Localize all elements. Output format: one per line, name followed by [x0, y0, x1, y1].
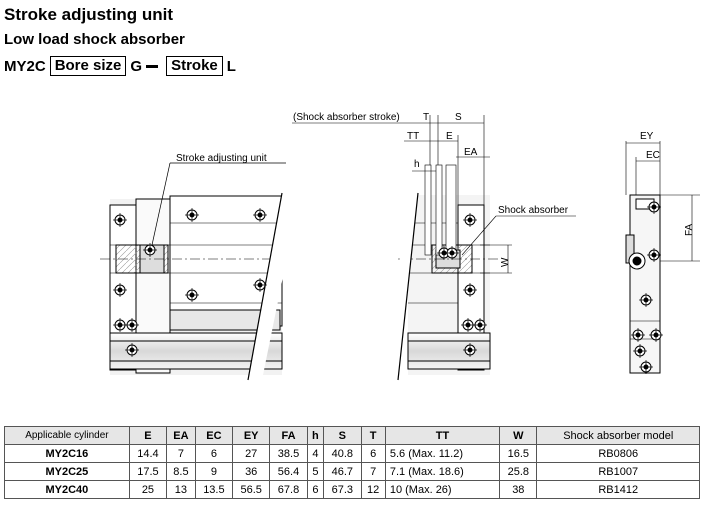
dim-TT: TT: [407, 131, 419, 142]
table-cell: 12: [360, 480, 386, 499]
table-cell: 38.5: [269, 444, 308, 463]
model-g: G: [130, 57, 143, 75]
table-header: TT: [384, 426, 501, 445]
model-dash: [146, 64, 159, 68]
middle-dimensions: (Shock absorber stroke) T S TT E EA h W …: [292, 112, 576, 274]
table-header: W: [499, 426, 538, 445]
stroke-unit-callout: Stroke adjusting unit: [151, 153, 286, 246]
table-header: EA: [166, 426, 196, 445]
table-cell: 8.5: [166, 462, 196, 481]
model-suffix: L: [226, 57, 236, 75]
table-cell: RB0806: [536, 444, 700, 463]
table-cell: 7.1 (Max. 18.6): [384, 462, 501, 481]
table-cell: 56.5: [232, 480, 271, 499]
table-row: MY2C25 17.5 8.5 9 36 56.4 5 46.7 7 7.1 (…: [4, 462, 700, 481]
table-cell: 17.5: [128, 462, 168, 481]
table-cell: MY2C16: [4, 444, 130, 463]
table-cell: 10 (Max. 26): [384, 480, 501, 499]
middle-view: [385, 164, 500, 381]
table-header-row: Applicable cylinder E EA EC EY FA h S T …: [4, 426, 700, 445]
model-prefix: MY2C: [4, 57, 46, 75]
label-stroke-unit: Stroke adjusting unit: [176, 153, 267, 164]
label-absorber-stroke: (Shock absorber stroke): [293, 112, 400, 123]
table-cell: 27: [232, 444, 271, 463]
dim-T: T: [423, 112, 429, 123]
right-dimensions: EY EC FA: [625, 131, 700, 262]
table-header: E: [128, 426, 168, 445]
table-row: MY2C40 25 13 13.5 56.5 67.8 6 67.3 12 10…: [4, 480, 700, 499]
table-cell: 7: [360, 462, 386, 481]
right-view: [625, 194, 664, 375]
table-cell: 36: [232, 462, 271, 481]
dim-W: W: [500, 257, 511, 267]
table-cell: 14.4: [128, 444, 168, 463]
page-title: Stroke adjusting unit: [4, 5, 174, 24]
dim-EC: EC: [646, 150, 660, 161]
table-cell: 16.5: [499, 444, 538, 463]
table-header: h: [306, 426, 325, 445]
table-cell: 6: [306, 480, 325, 499]
table-header: EY: [232, 426, 271, 445]
table-cell: 46.7: [323, 462, 362, 481]
left-view: [100, 192, 300, 381]
table-header: Shock absorber model: [536, 426, 700, 445]
technical-drawing: Stroke adjusting unit (Shock absorb: [100, 112, 700, 381]
table-cell: RB1007: [536, 462, 700, 481]
table-cell: 67.8: [269, 480, 308, 499]
table-header: T: [360, 426, 386, 445]
table-header: EC: [194, 426, 234, 445]
table-cell: MY2C25: [4, 462, 130, 481]
table-cell: 6: [360, 444, 386, 463]
table-cell: 4: [306, 444, 325, 463]
table-cell: 38: [499, 480, 538, 499]
model-stroke-box: Stroke: [166, 56, 223, 76]
label-shock-absorber: Shock absorber: [498, 205, 569, 216]
table-cell: 56.4: [269, 462, 308, 481]
table-cell: 5: [306, 462, 325, 481]
table-cell: 13.5: [194, 480, 234, 499]
table-cell: 9: [194, 462, 234, 481]
table-cell: 5.6 (Max. 11.2): [384, 444, 501, 463]
dim-E: E: [446, 131, 453, 142]
table-cell: 25: [128, 480, 168, 499]
table-header: Applicable cylinder: [4, 426, 130, 445]
model-bore-box: Bore size: [49, 56, 127, 76]
page-subtitle: Low load shock absorber: [4, 31, 185, 48]
table-header: FA: [269, 426, 308, 445]
table-cell: 25.8: [499, 462, 538, 481]
dim-S: S: [455, 112, 462, 123]
dim-h: h: [414, 159, 420, 170]
table-cell: MY2C40: [4, 480, 130, 499]
dimension-table: Applicable cylinder E EA EC EY FA h S T …: [4, 426, 700, 499]
dim-EA: EA: [464, 147, 478, 158]
table-header: S: [323, 426, 362, 445]
dim-EY: EY: [640, 131, 654, 142]
model-code: MY2C Bore size G Stroke L: [4, 55, 236, 77]
table-row: MY2C16 14.4 7 6 27 38.5 4 40.8 6 5.6 (Ma…: [4, 444, 700, 463]
table-cell: RB1412: [536, 480, 700, 499]
table-cell: 7: [166, 444, 196, 463]
table-cell: 67.3: [323, 480, 362, 499]
table-cell: 6: [194, 444, 234, 463]
dim-FA: FA: [684, 223, 695, 236]
table-cell: 40.8: [323, 444, 362, 463]
table-cell: 13: [166, 480, 196, 499]
